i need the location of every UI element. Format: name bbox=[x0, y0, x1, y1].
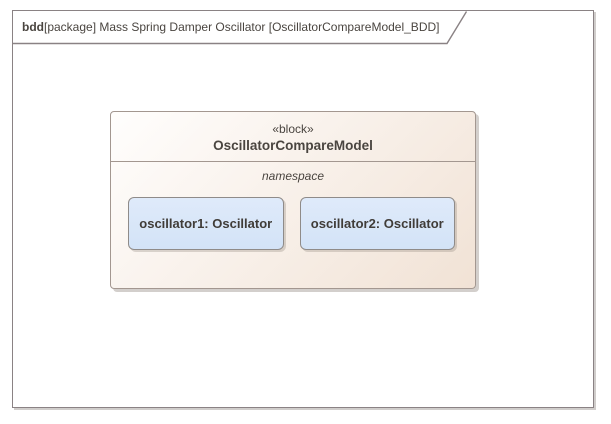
frame-title-text: [package] Mass Spring Damper Oscillator … bbox=[44, 20, 440, 34]
block-name-compartment: «block» OscillatorCompareModel bbox=[111, 112, 475, 162]
part-label: oscillator1: Oscillator bbox=[139, 216, 273, 231]
block-oscillator-compare-model[interactable]: «block» OscillatorCompareModel namespace… bbox=[110, 111, 476, 289]
block-stereotype: «block» bbox=[272, 122, 314, 136]
parts-row: oscillator1: Oscillator oscillator2: Osc… bbox=[111, 197, 475, 250]
block-namespace-compartment: namespace oscillator1: Oscillator oscill… bbox=[111, 169, 475, 295]
block-name: OscillatorCompareModel bbox=[213, 138, 373, 153]
frame-title: bdd[package] Mass Spring Damper Oscillat… bbox=[22, 11, 439, 43]
diagram-frame[interactable]: bdd[package] Mass Spring Damper Oscillat… bbox=[12, 10, 594, 408]
part-oscillator2[interactable]: oscillator2: Oscillator bbox=[299, 197, 455, 250]
compartment-label: namespace bbox=[261, 169, 325, 183]
frame-diagram-kind: bdd bbox=[22, 20, 44, 34]
frame-label-tab: bdd[package] Mass Spring Damper Oscillat… bbox=[13, 11, 468, 45]
part-oscillator1[interactable]: oscillator1: Oscillator bbox=[128, 197, 284, 250]
frame-label-border-shape bbox=[13, 11, 468, 45]
part-label: oscillator2: Oscillator bbox=[310, 216, 444, 231]
